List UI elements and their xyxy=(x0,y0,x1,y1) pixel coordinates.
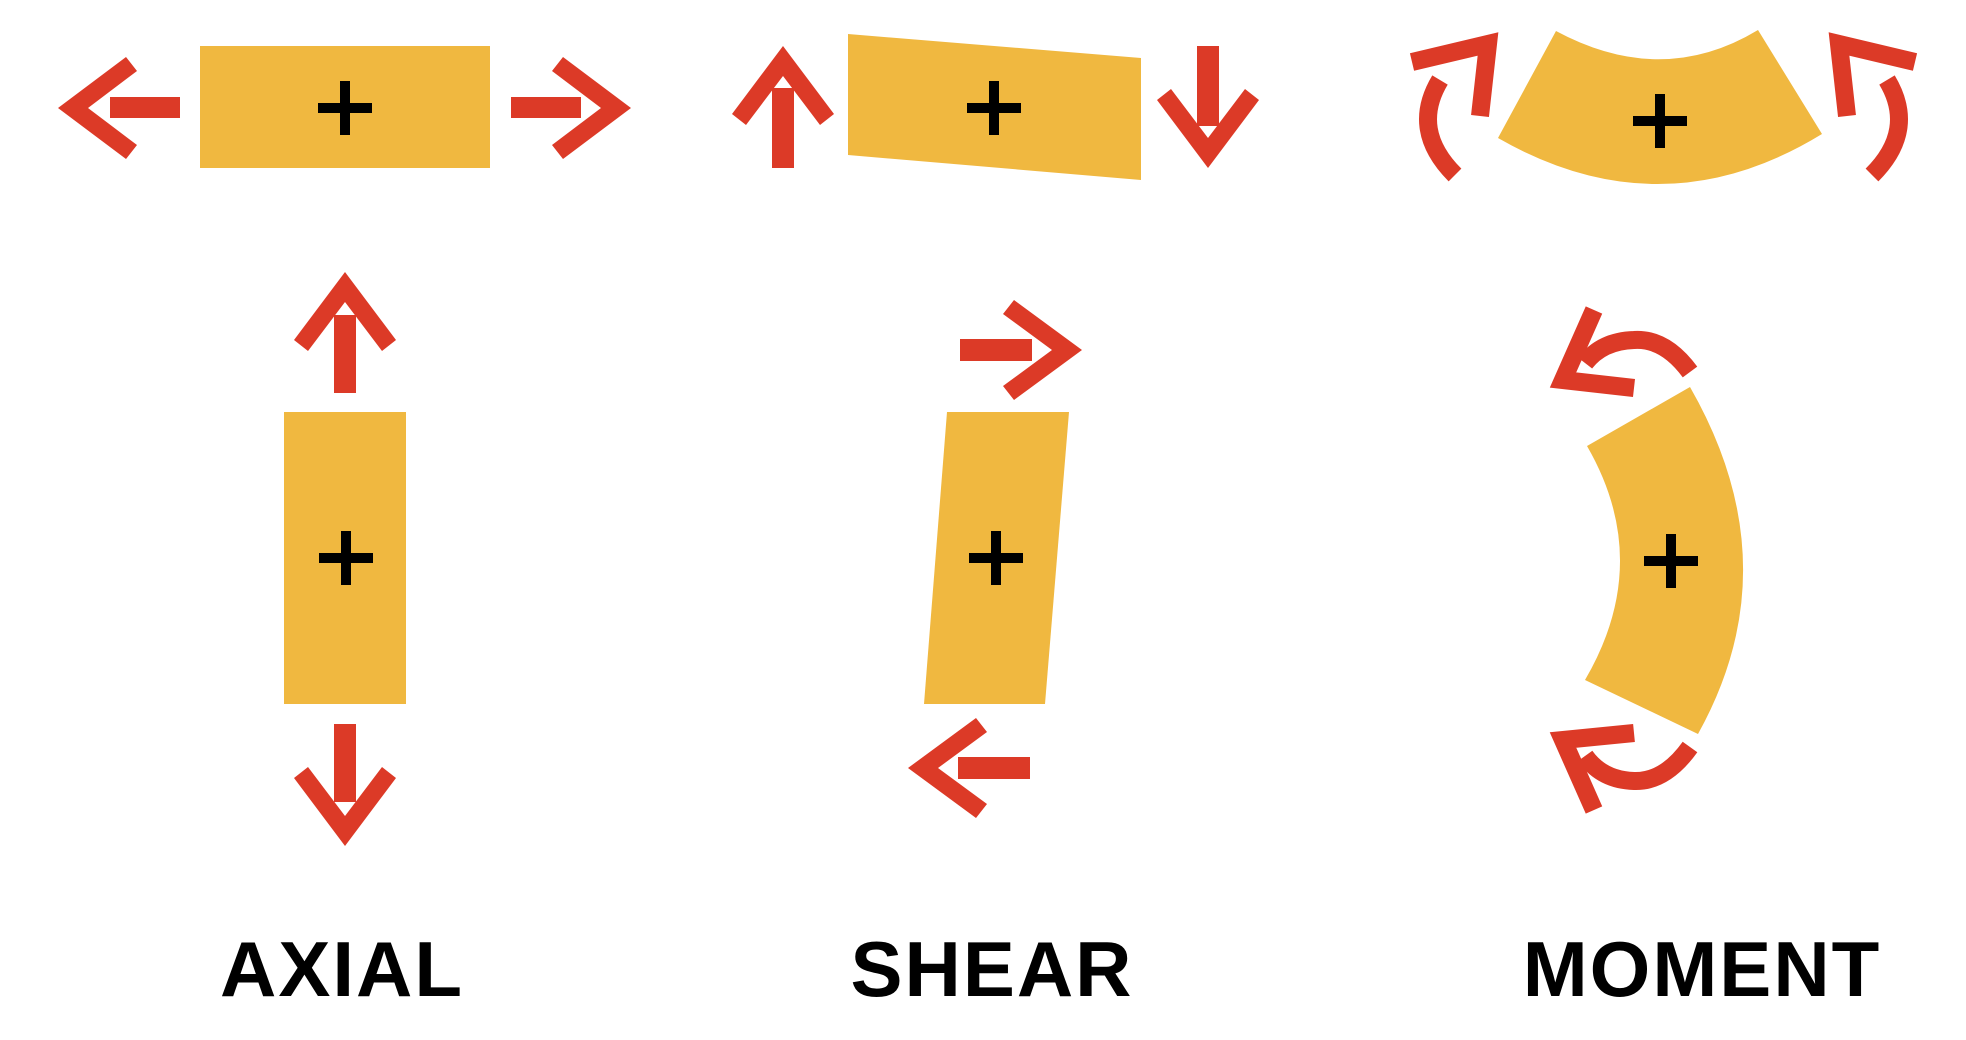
axial-label: AXIAL xyxy=(220,925,464,1013)
shear-vertical-left-arrow-icon xyxy=(908,718,1030,818)
shear-horizontal-down-arrow-icon xyxy=(1157,46,1259,168)
moment-horizontal-left-curved-arrow-icon xyxy=(1409,32,1499,182)
moment-vertical-bottom-curved-arrow-icon xyxy=(1549,724,1698,814)
axial-horizontal-left-arrow-icon xyxy=(58,57,180,159)
shear-vertical-centroid-mark xyxy=(969,531,1023,585)
axial-panel xyxy=(58,46,631,846)
moment-panel xyxy=(1409,30,1918,814)
shear-horizontal-centroid-mark xyxy=(967,81,1021,135)
axial-horizontal-centroid-mark xyxy=(318,81,372,135)
axial-horizontal-right-arrow-icon xyxy=(511,57,631,159)
shear-horizontal-up-arrow-icon xyxy=(732,46,834,168)
axial-vertical-up-arrow-icon xyxy=(294,272,396,393)
moment-label: MOMENT xyxy=(1522,925,1882,1013)
moment-vertical-centroid-mark xyxy=(1644,534,1698,588)
shear-vertical-right-arrow-icon xyxy=(960,300,1082,400)
moment-horizontal-centroid-mark xyxy=(1633,94,1687,148)
axial-vertical-down-arrow-icon xyxy=(294,724,396,846)
shear-label: SHEAR xyxy=(850,925,1134,1013)
shear-panel xyxy=(732,34,1259,818)
axial-vertical-centroid-mark xyxy=(319,531,373,585)
moment-horizontal-right-curved-arrow-icon xyxy=(1828,32,1918,182)
moment-vertical-top-curved-arrow-icon xyxy=(1549,306,1698,397)
